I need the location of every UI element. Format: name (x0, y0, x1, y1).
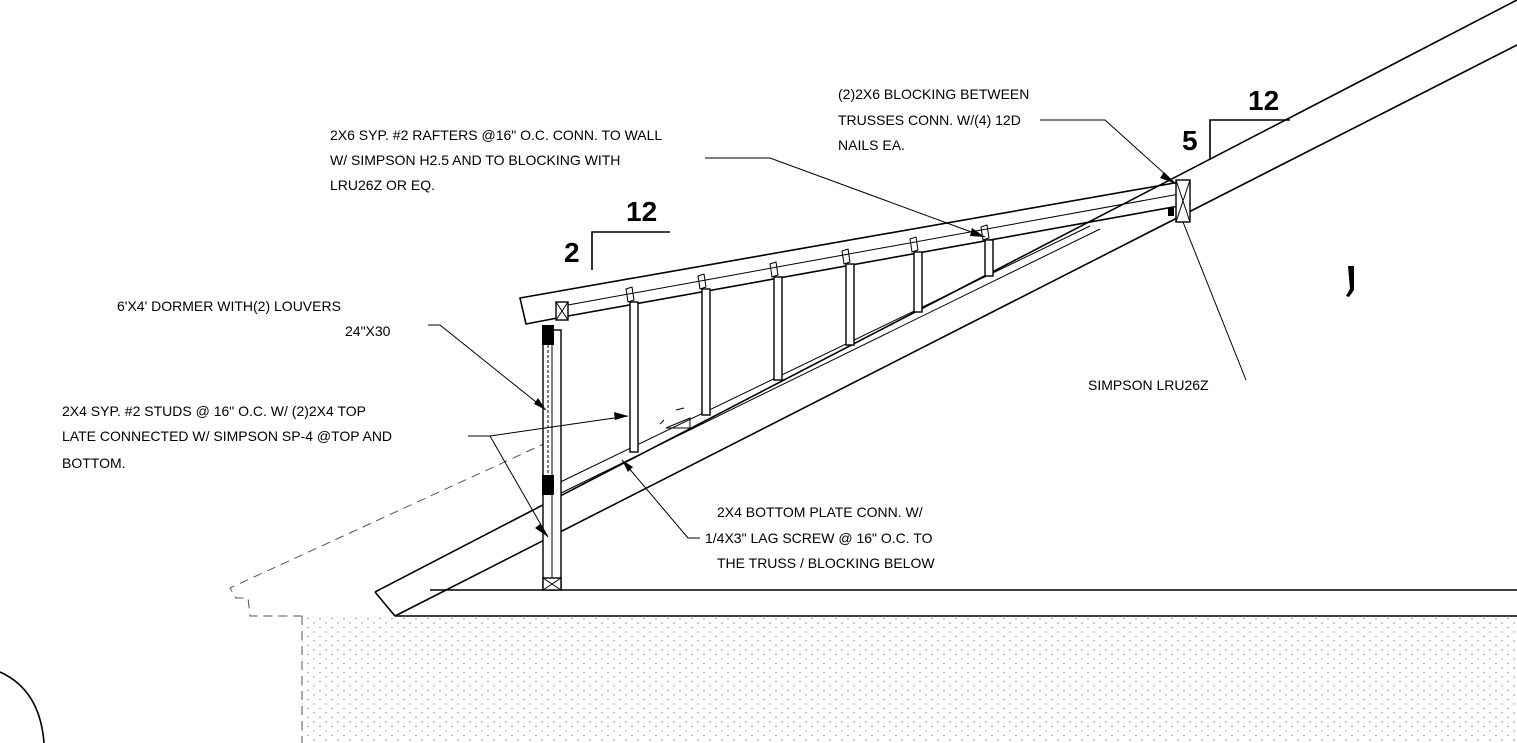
note-dormer-line-2: 24"X30 (345, 323, 391, 339)
leader-blocking (1040, 119, 1177, 185)
pitch-roof-run: 12 (1248, 85, 1279, 116)
leader-bottom-plate (621, 459, 700, 539)
dormer-stud (769, 261, 783, 381)
leader-dormer (428, 324, 547, 411)
pitch-symbol-roof: 12 5 (1182, 85, 1290, 160)
note-blocking: (2)2X6 BLOCKING BETWEEN TRUSSES CONN. W/… (838, 86, 1029, 153)
slope-symbol-icon (659, 407, 691, 429)
note-bottom-plate-line-2: 1/4X3" LAG SCREW @ 16" O.C. TO (705, 530, 933, 546)
dormer-studs (625, 224, 994, 453)
leader-rafters (705, 157, 986, 238)
note-dormer-line-1: 6'X4' DORMER WITH(2) LOUVERS (117, 298, 341, 314)
leader-lines (428, 119, 1247, 539)
note-rafters-line-2: W/ SIMPSON H2.5 AND TO BLOCKING WITH (330, 152, 620, 168)
existing-eave-dashed (229, 441, 549, 617)
note-rafters-line-3: LRU26Z OR EQ. (330, 177, 435, 193)
note-rafters: 2X6 SYP. #2 RAFTERS @16" O.C. CONN. TO W… (330, 127, 662, 193)
note-blocking-line-3: NAILS EA. (838, 137, 905, 153)
detail-callout-circle (0, 671, 45, 743)
dormer-stud (980, 224, 994, 277)
dormer-stud (841, 248, 855, 346)
pitch-dormer-run: 12 (626, 196, 657, 227)
note-simpson-text: SIMPSON LRU26Z (1088, 377, 1209, 393)
note-blocking-line-1: (2)2X6 BLOCKING BETWEEN (838, 86, 1029, 102)
dormer-front-wall (542, 301, 569, 591)
note-studs: 2X4 SYP. #2 STUDS @ 16" O.C. W/ (2)2X4 T… (62, 403, 392, 471)
dormer-stud (697, 273, 711, 416)
note-bottom-plate: 2X4 BOTTOM PLATE CONN. W/ 1/4X3" LAG SCR… (705, 504, 935, 571)
ceiling-line (395, 589, 1517, 617)
leader-studs-2 (489, 435, 549, 538)
leader-simpson (1182, 221, 1247, 381)
pitch-symbol-dormer: 12 2 (564, 196, 670, 270)
note-studs-line-1: 2X4 SYP. #2 STUDS @ 16" O.C. W/ (2)2X4 T… (62, 403, 366, 419)
wall-hatch (301, 616, 1517, 743)
hanger-icon (1346, 266, 1354, 297)
leader-arrowheads (534, 172, 1176, 537)
note-bottom-plate-line-1: 2X4 BOTTOM PLATE CONN. W/ (717, 504, 923, 520)
pitch-roof-rise: 5 (1182, 125, 1198, 156)
dormer-stud (625, 286, 639, 453)
note-studs-line-3: BOTTOM. (62, 455, 126, 471)
pitch-dormer-rise: 2 (564, 237, 580, 268)
note-bottom-plate-line-3: THE TRUSS / BLOCKING BELOW (717, 555, 935, 571)
note-dormer: 6'X4' DORMER WITH(2) LOUVERS 24"X30 (117, 298, 391, 339)
note-simpson: SIMPSON LRU26Z (1088, 377, 1209, 393)
note-studs-line-2: LATE CONNECTED W/ SIMPSON SP-4 @TOP AND (62, 428, 392, 444)
ridge-blocking (1168, 179, 1191, 223)
note-blocking-line-2: TRUSSES CONN. W/(4) 12D (838, 112, 1021, 128)
dormer-rafter (519, 181, 1192, 325)
note-rafters-line-1: 2X6 SYP. #2 RAFTERS @16" O.C. CONN. TO W… (330, 127, 662, 143)
dormer-stud (909, 236, 923, 313)
